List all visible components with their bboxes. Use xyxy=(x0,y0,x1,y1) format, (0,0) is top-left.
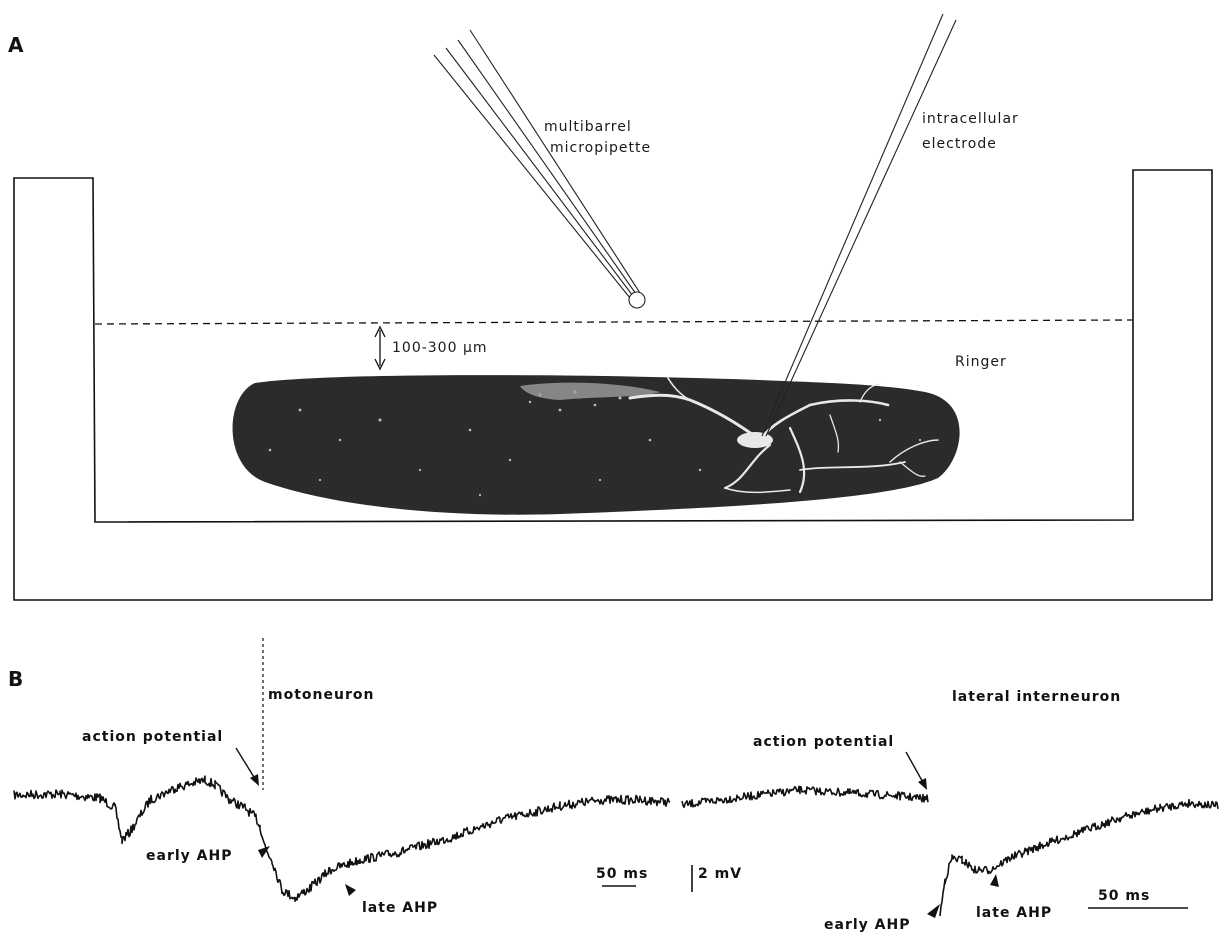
multibarrel-label-line2: micropipette xyxy=(550,140,651,156)
multibarrel-micropipette xyxy=(434,30,645,308)
early-ahp-label-2: early AHP xyxy=(824,917,910,933)
interneuron-baseline-trace xyxy=(682,786,928,807)
interneuron-ahp-trace xyxy=(940,800,1218,916)
depth-label: 100-300 μm xyxy=(392,340,488,356)
late-ahp-label-1: late AHP xyxy=(362,900,438,916)
late-ahp-label-2: late AHP xyxy=(976,905,1052,921)
panel-b-label: B xyxy=(8,667,23,691)
scale-bar-time-label-2: 50 ms xyxy=(1098,888,1150,904)
ringer-surface-line xyxy=(95,320,1133,324)
neuron-soma xyxy=(737,432,773,448)
intracellular-label-line1: intracellular xyxy=(922,111,1019,127)
action-potential-arrow-2 xyxy=(906,752,927,790)
action-potential-label-2: action potential xyxy=(753,734,894,750)
panel-a-label: A xyxy=(8,33,24,57)
scale-bar-voltage-label: 2 mV xyxy=(698,866,742,882)
motoneuron-label: motoneuron xyxy=(268,687,374,703)
intracellular-label-line2: electrode xyxy=(922,136,997,152)
depth-arrow xyxy=(375,327,385,369)
action-potential-label-1: action potential xyxy=(82,729,223,745)
intracellular-electrode xyxy=(762,14,956,436)
multibarrel-label-line1: multibarrel xyxy=(544,119,632,135)
scale-bar-time-label-1: 50 ms xyxy=(596,866,648,882)
action-potential-arrow-1 xyxy=(236,748,259,786)
early-ahp-label-1: early AHP xyxy=(146,848,232,864)
lateral-interneuron-label: lateral interneuron xyxy=(952,689,1121,705)
late-ahp-arrowhead-1 xyxy=(345,884,356,896)
ringer-label: Ringer xyxy=(955,354,1007,370)
motoneuron-trace xyxy=(14,776,670,901)
early-ahp-arrowhead-2 xyxy=(927,904,940,918)
late-ahp-arrowhead-2 xyxy=(990,874,999,887)
